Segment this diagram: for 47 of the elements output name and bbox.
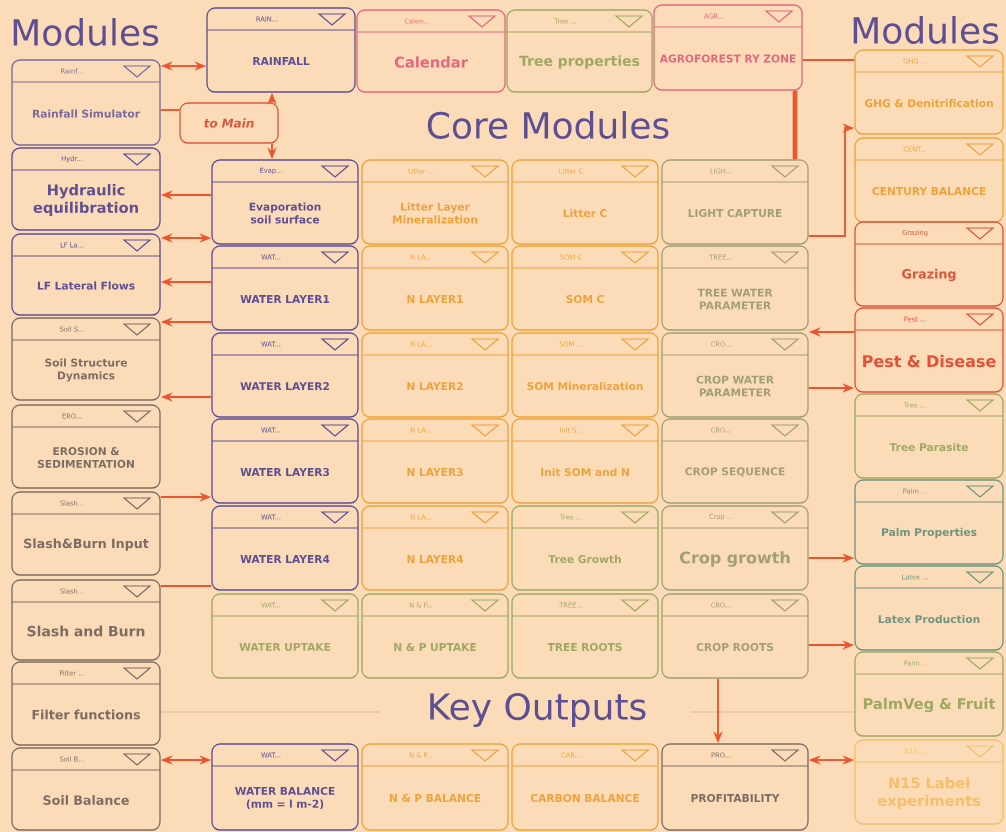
node-label: Tree Growth bbox=[548, 554, 621, 564]
node-label: LF Lateral Flows bbox=[37, 281, 135, 290]
node-label: N & P BALANCE bbox=[389, 793, 481, 803]
node-label: Grazing bbox=[902, 268, 956, 282]
node-label: WATER BALANCE (mm = l m-2) bbox=[235, 786, 335, 810]
node-label: Init SOM and N bbox=[541, 467, 629, 477]
node-label: WATER UPTAKE bbox=[239, 643, 331, 651]
node-label: TREE WATER PARAMETER bbox=[697, 288, 773, 310]
node-label: Soil Balance bbox=[43, 795, 129, 805]
node-label: N LAYER2 bbox=[407, 382, 463, 390]
node-label: CROP WATER PARAMETER bbox=[696, 375, 774, 397]
node-label: Rainfall Simulator bbox=[33, 109, 140, 118]
node-label: Litter Layer Mineralization bbox=[393, 202, 478, 224]
node-label: RAINFALL bbox=[253, 57, 310, 65]
node-label: EROSION & SEDIMENTATION bbox=[37, 447, 134, 468]
node-label: N LAYER1 bbox=[407, 295, 463, 303]
node-label: Palm Properties bbox=[882, 527, 977, 539]
node-label: AGROFOREST RY ZONE bbox=[659, 54, 796, 63]
node-label: SOM C bbox=[566, 294, 604, 304]
node-label: LIGHT CAPTURE bbox=[688, 208, 782, 218]
section-heading: Modules bbox=[853, 16, 999, 44]
node-label: WATER LAYER2 bbox=[240, 382, 329, 390]
node-label: SOM Mineralization bbox=[527, 381, 643, 391]
section-heading: Core Modules bbox=[427, 111, 669, 139]
node-label: N LAYER4 bbox=[407, 555, 464, 563]
section-heading: Modules bbox=[13, 18, 159, 46]
node-label: N & P UPTAKE bbox=[394, 642, 476, 652]
module-box: to Main bbox=[179, 102, 279, 144]
section-heading: Key Outputs bbox=[430, 692, 646, 728]
node-label: GHG & Denitrification bbox=[864, 98, 993, 108]
node-label: WATER LAYER4 bbox=[240, 555, 330, 563]
node-label: WATER LAYER3 bbox=[240, 467, 330, 477]
node-label: Latex Production bbox=[878, 614, 980, 624]
node-label: Soil Structure Dynamics bbox=[45, 358, 127, 382]
node-label: CENTURY BALANCE bbox=[872, 186, 986, 196]
node-label: Slash&Burn Input bbox=[24, 538, 149, 551]
node-label: CROP SEQUENCE bbox=[685, 467, 785, 477]
node-label: TREE ROOTS bbox=[547, 642, 622, 652]
node-label: CROP ROOTS bbox=[696, 642, 774, 652]
node-label: Evaporation soil surface bbox=[249, 202, 321, 224]
node-label: Tree Parasite bbox=[889, 442, 968, 452]
node-label: WATER LAYER1 bbox=[240, 295, 330, 303]
node-label: Filter functions bbox=[32, 709, 140, 720]
node-label: Litter C bbox=[563, 208, 607, 218]
node-label: PROFITABILITY bbox=[691, 793, 780, 803]
node-label: CARBON BALANCE bbox=[530, 793, 639, 803]
node-label: N LAYER3 bbox=[407, 467, 463, 477]
